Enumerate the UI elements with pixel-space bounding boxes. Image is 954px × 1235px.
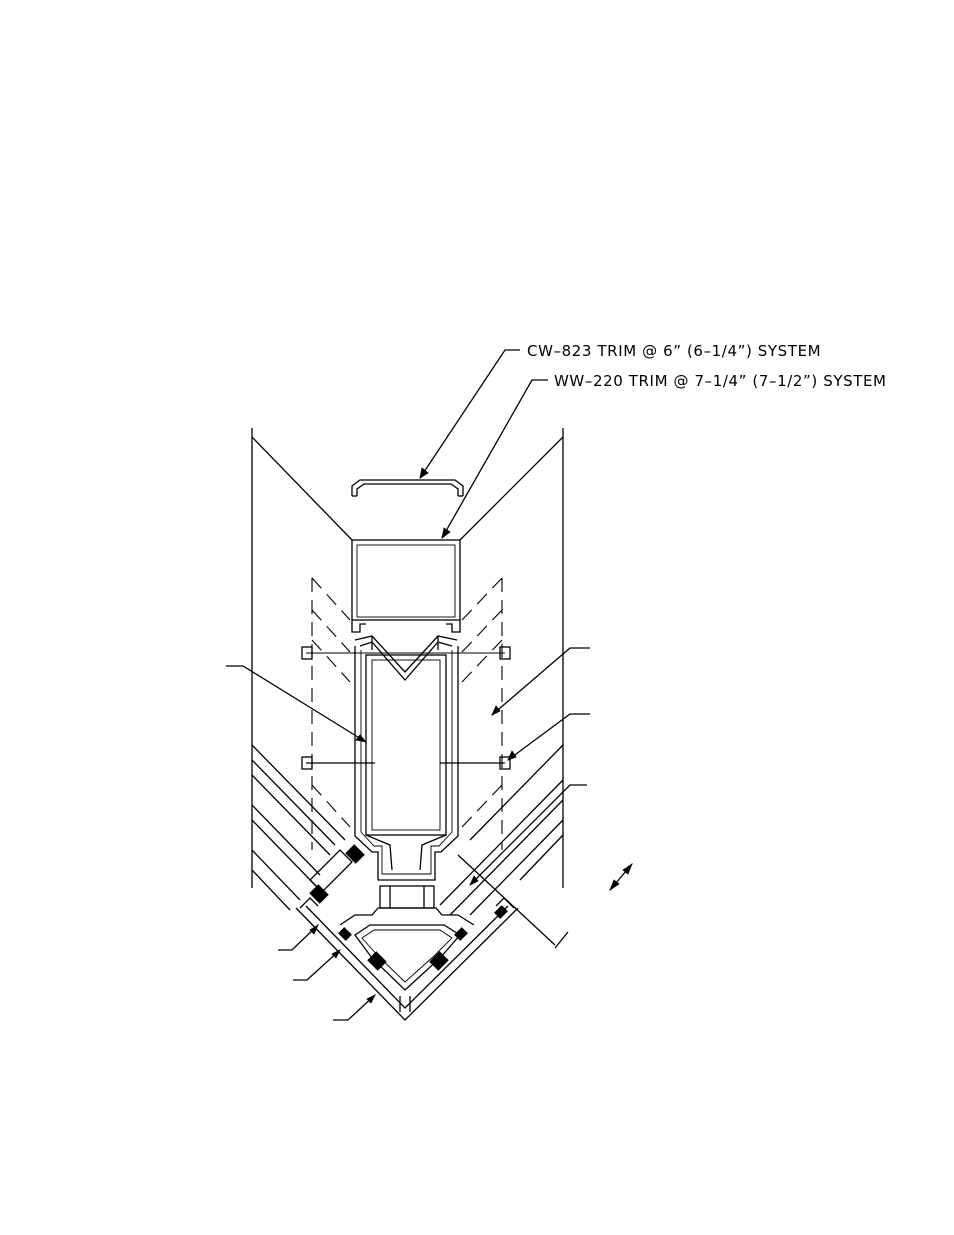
- outer-boundary-lines: [251, 428, 564, 888]
- left-leaders: [226, 665, 376, 1021]
- dashed-glass-lites: [311, 577, 503, 850]
- right-leaders: [469, 647, 590, 886]
- mullion-tube: [354, 646, 459, 881]
- callout-label-cw823: CW–823 TRIM @ 6” (6–1/4”) SYSTEM: [527, 342, 821, 360]
- callout-leader-ww220: [441, 379, 548, 539]
- callout-label-ww220: WW–220 TRIM @ 7–1/4” (7–1/2”) SYSTEM: [554, 372, 887, 390]
- anchor-bolts: [301, 646, 511, 770]
- right-angled-glazing: [439, 744, 564, 916]
- dimension-marks: [457, 854, 633, 949]
- corner-assembly: [295, 885, 519, 1021]
- left-angled-glazing: [251, 744, 365, 911]
- v-adapter: [354, 635, 458, 681]
- trim-box: [351, 539, 461, 633]
- snap-trim-cover: [351, 479, 464, 497]
- callout-leader-cw823: [419, 349, 520, 479]
